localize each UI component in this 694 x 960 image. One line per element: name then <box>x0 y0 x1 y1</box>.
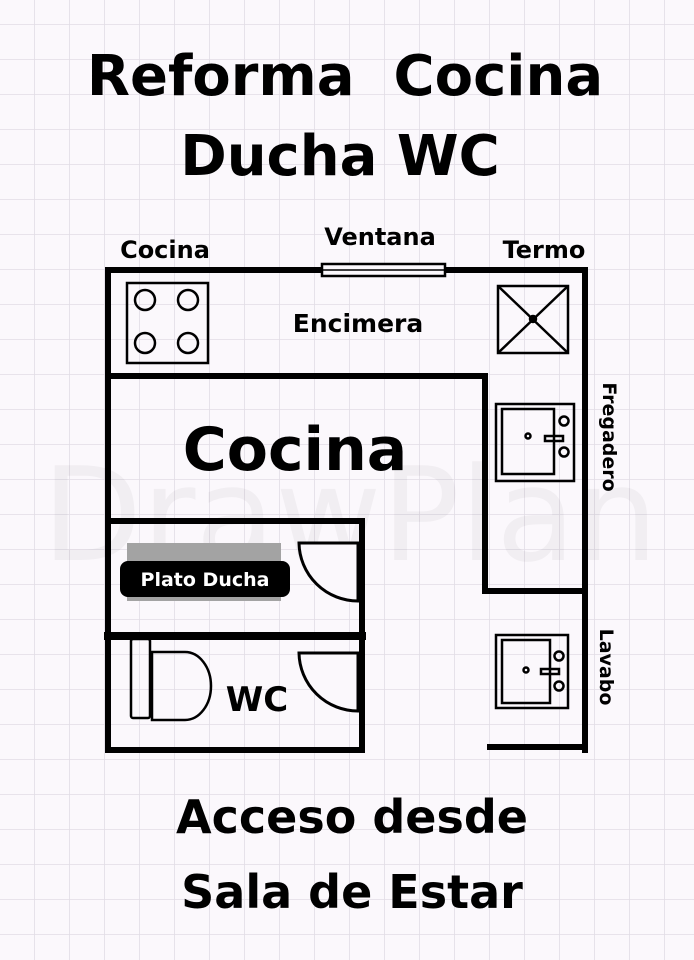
footer-line-2: Sala de Estar <box>181 865 523 919</box>
label-wc: WC <box>226 680 288 720</box>
outer-wall-left-bottom <box>105 267 365 753</box>
window <box>320 262 447 278</box>
toilet-icon <box>129 637 213 722</box>
stove-icon <box>125 281 210 365</box>
door-shower[interactable] <box>297 541 360 603</box>
label-termo: Termo <box>503 236 586 264</box>
kitchen-sink-icon <box>494 402 576 483</box>
title-line-1: Reforma Cocina <box>87 44 603 109</box>
label-lavabo: Lavabo <box>595 629 617 706</box>
walls <box>104 267 588 753</box>
shower-tray: Plato Ducha <box>120 543 290 601</box>
label-fregadero: Fregadero <box>598 382 620 491</box>
door-wc[interactable] <box>297 651 360 713</box>
label-plato-ducha: Plato Ducha <box>141 569 270 591</box>
label-cocina-top: Cocina <box>120 236 210 264</box>
label-cocina-room: Cocina <box>183 415 408 485</box>
bathroom-wall <box>105 518 365 753</box>
title-line-2: Ducha WC <box>180 124 500 189</box>
footer-line-1: Acceso desde <box>176 790 528 844</box>
water-heater-icon <box>496 284 570 355</box>
label-encimera: Encimera <box>293 309 423 338</box>
label-ventana: Ventana <box>324 223 436 251</box>
counter-wall <box>105 373 588 594</box>
bathroom-sink-icon <box>494 633 570 710</box>
